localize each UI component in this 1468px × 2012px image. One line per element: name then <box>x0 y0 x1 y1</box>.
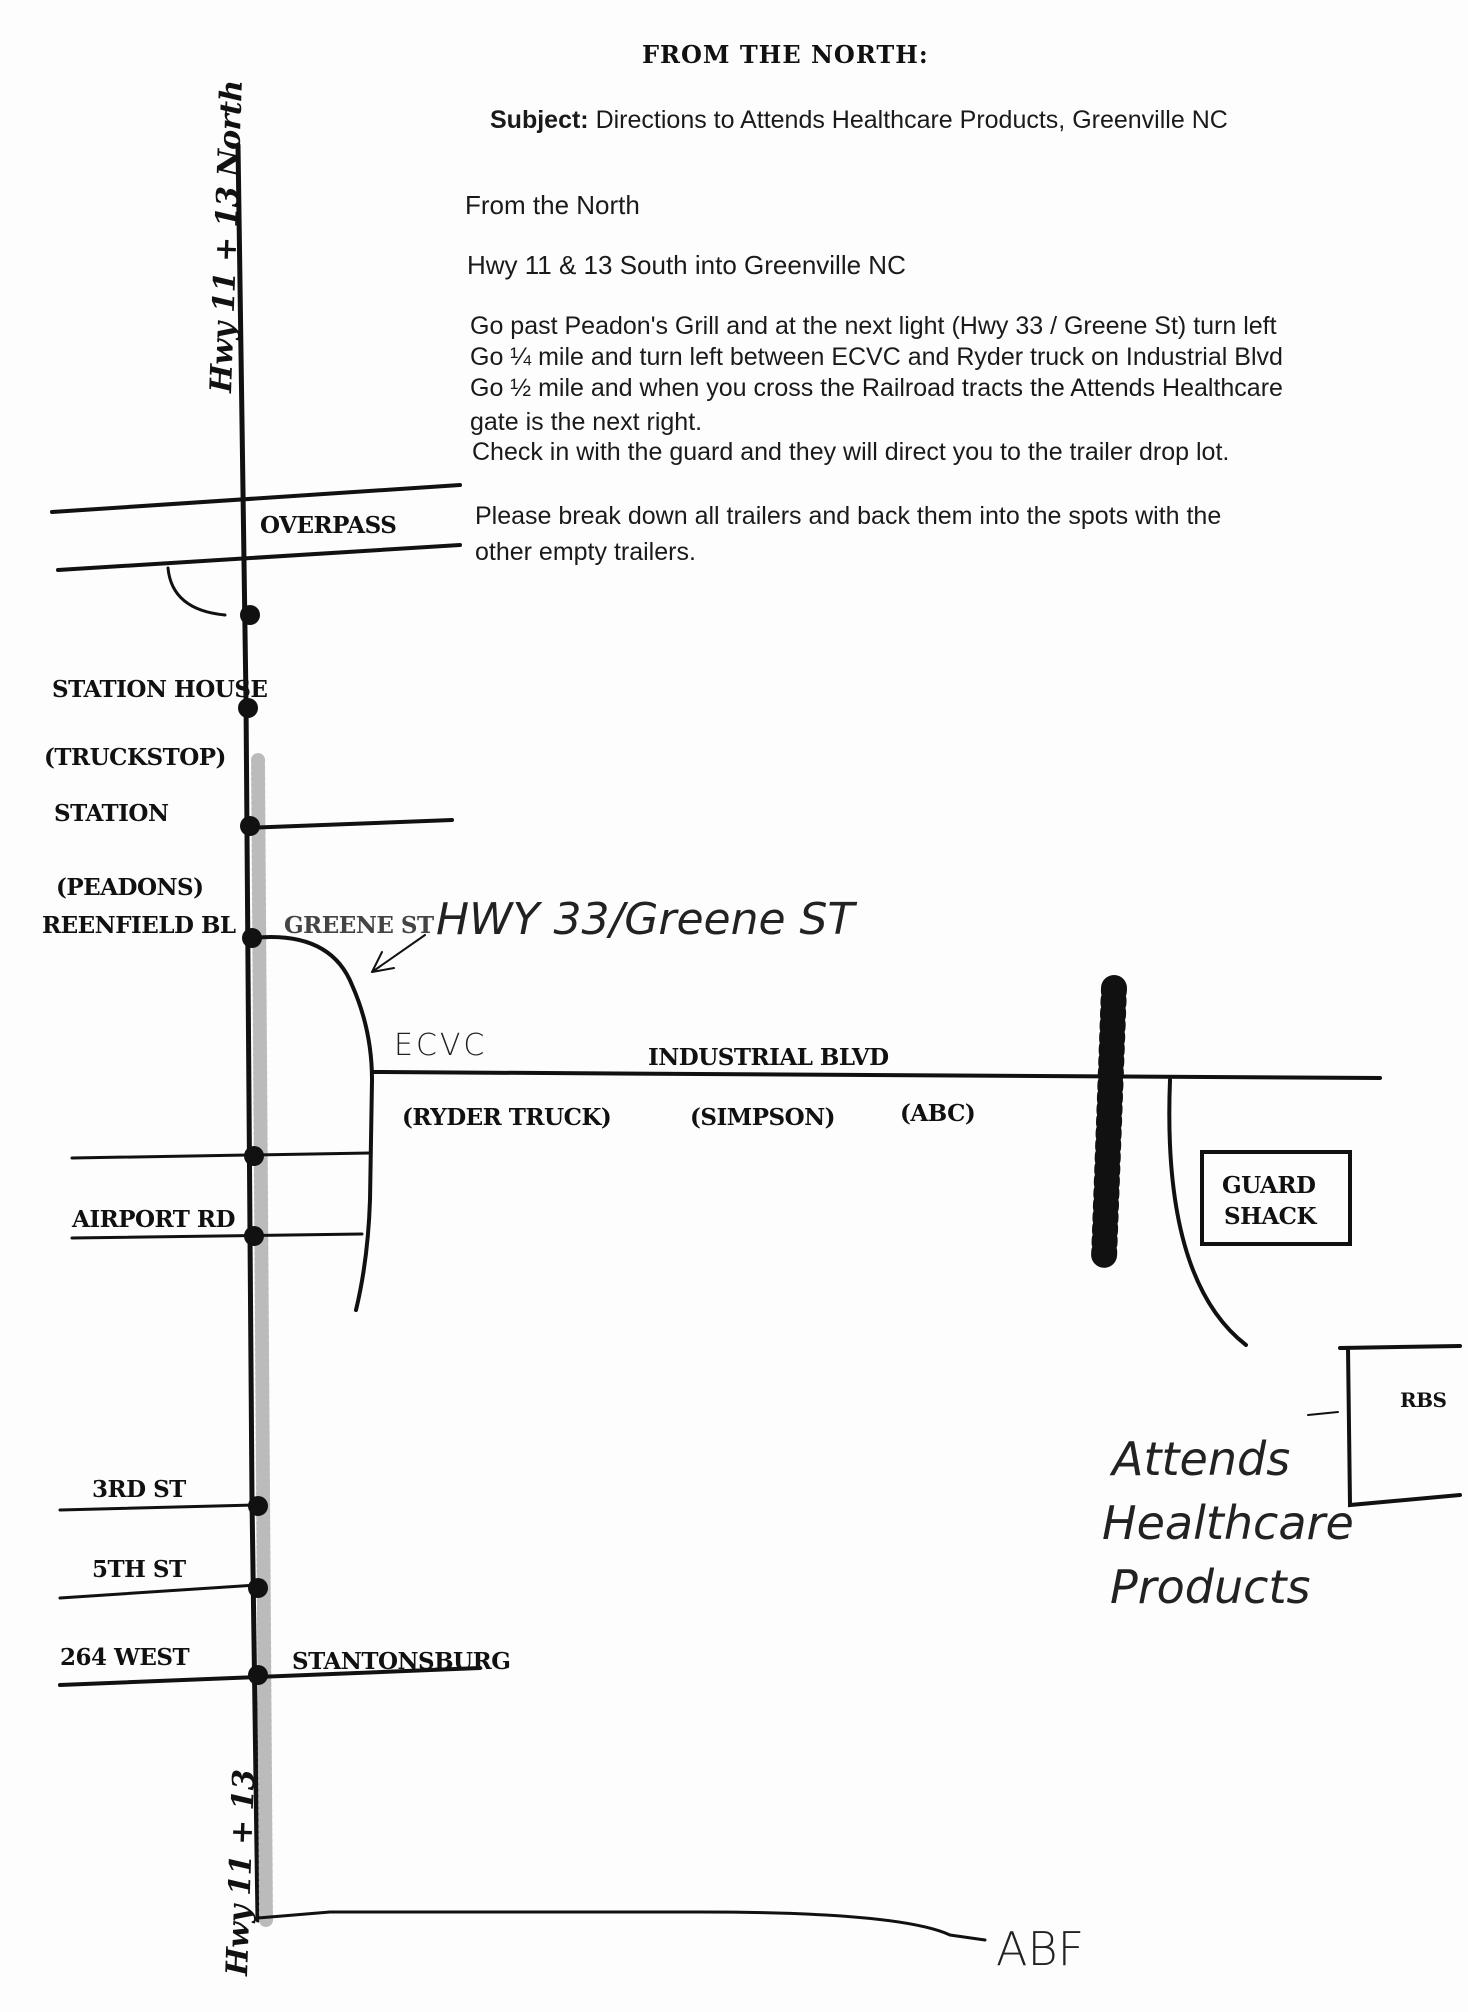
junction-station-house <box>238 698 258 718</box>
hwy33-arrow <box>371 934 426 973</box>
fifth-st-label: 5TH ST <box>92 1556 186 1583</box>
subject-text: Directions to Attends Healthcare Product… <box>595 106 1228 134</box>
fifth-st-road <box>58 1583 258 1600</box>
guard-shack-box <box>1200 1150 1352 1246</box>
greene-st-road <box>250 935 375 1312</box>
ecvc-label: ECVC <box>394 1028 488 1063</box>
attends-handwritten-1: Attends <box>1112 1432 1291 1486</box>
direction-line: Check in with the guard and they will di… <box>472 438 1230 466</box>
simpson-label: (SIMPSON) <box>690 1104 836 1131</box>
attends-handwritten-3: Products <box>1110 1560 1311 1614</box>
gate-road <box>1167 1078 1248 1347</box>
abf-handwritten: ABF <box>996 1922 1085 1976</box>
greenfield-label: REENFIELD BL <box>42 912 236 939</box>
third-st-road <box>58 1503 257 1512</box>
station-label: STATION <box>54 800 169 827</box>
guard-shack-label-1: GUARD <box>1222 1172 1316 1199</box>
overpass-road-bottom <box>56 543 462 572</box>
peadons-label: (PEADONS) <box>56 874 204 901</box>
station-house-label: STATION HOUSE <box>52 676 268 703</box>
truckstop-label: (TRUCKSTOP) <box>44 744 226 771</box>
highway-11-13-road <box>235 142 261 1923</box>
stantonsburg-label: STANTONSBURG <box>292 1648 511 1675</box>
direction-line: gate is the next right. <box>470 408 703 436</box>
greene-st-label: GREENE ST <box>284 912 434 939</box>
overpass-ramp <box>166 566 227 617</box>
overpass-road-top <box>50 483 462 514</box>
attends-handwritten-2: Healthcare <box>1102 1496 1354 1550</box>
junction-airport <box>244 1226 264 1246</box>
junction-5th <box>248 1578 268 1598</box>
side-road-1 <box>70 1151 372 1160</box>
abc-label: (ABC) <box>900 1100 976 1127</box>
junction-greene <box>242 928 262 948</box>
direction-line: Go past Peadon's Grill and at the next l… <box>470 312 1277 340</box>
third-st-label: 3RD ST <box>92 1476 186 1503</box>
attends-building <box>1338 1344 1462 1508</box>
building-arrow <box>1307 1411 1339 1416</box>
highway-shading <box>251 753 273 1927</box>
subject-line: Subject: Directions to Attends Healthcar… <box>490 106 1228 135</box>
direction-line: Go ¼ mile and turn left between ECVC and… <box>470 343 1283 371</box>
junction-3rd <box>248 1496 268 1516</box>
airport-rd-label: AIRPORT RD <box>72 1206 235 1233</box>
page-heading: FROM THE NORTH: <box>642 40 929 69</box>
west-264-label: 264 WEST <box>60 1644 190 1671</box>
industrial-blvd-road <box>370 1070 1382 1080</box>
highway-south-label: Hwy 11 + 13 <box>220 1769 263 1977</box>
railroad-ties <box>1091 975 1127 1271</box>
direction-line: Please break down all trailers and back … <box>475 502 1222 530</box>
industrial-blvd-label: INDUSTRIAL BLVD <box>648 1044 889 1071</box>
station-road <box>243 818 454 830</box>
building-label: RBS <box>1400 1388 1447 1412</box>
abf-road <box>256 1910 987 1942</box>
subject-label: Subject: <box>490 106 589 134</box>
hwy33-handwritten: HWY 33/Greene ST <box>436 894 855 945</box>
overpass-label: OVERPASS <box>260 512 397 539</box>
ryder-truck-label: (RYDER TRUCK) <box>402 1104 612 1131</box>
west-264-road <box>58 1666 482 1687</box>
airport-road <box>70 1232 364 1240</box>
guard-shack-label-2: SHACK <box>1224 1203 1316 1230</box>
junction-station <box>240 816 260 836</box>
direction-line: Go ½ mile and when you cross the Railroa… <box>470 374 1283 402</box>
junction-264 <box>248 1665 268 1685</box>
direction-line: From the North <box>465 190 640 220</box>
direction-line: Hwy 11 & 13 South into Greenville NC <box>467 250 906 280</box>
direction-line: other empty trailers. <box>475 538 696 566</box>
junction-overpass <box>240 605 260 625</box>
junction-side-road <box>244 1146 264 1166</box>
